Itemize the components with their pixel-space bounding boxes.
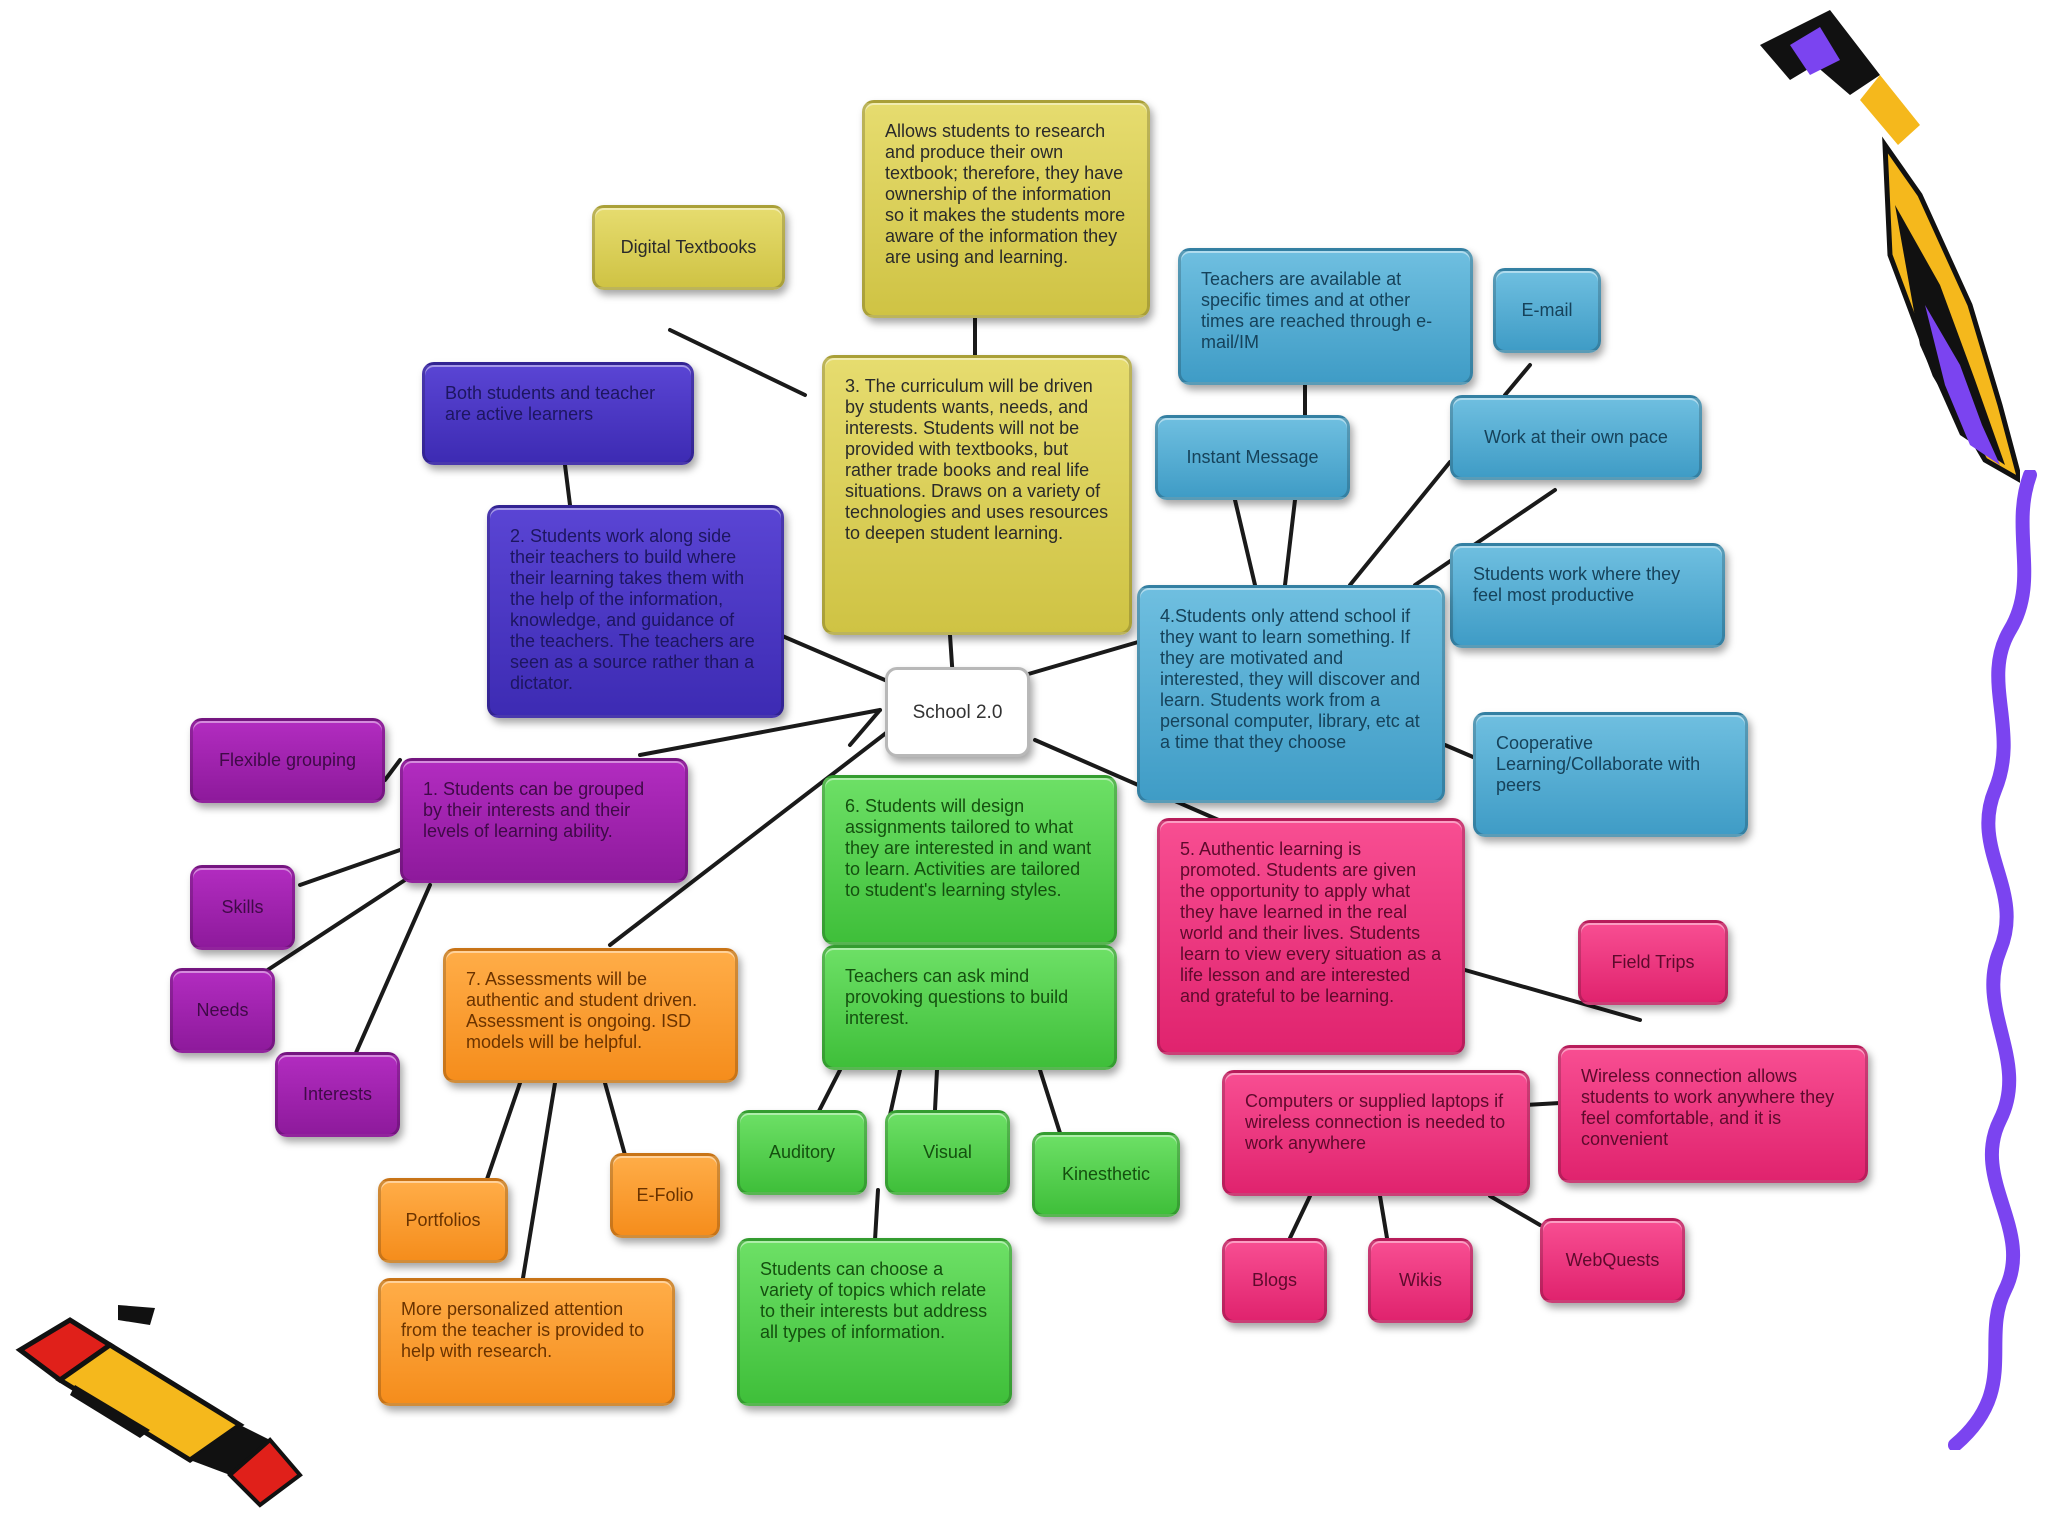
node-instant-message[interactable]: Instant Message xyxy=(1155,415,1350,500)
node-label: E-Folio xyxy=(636,1185,693,1206)
node-label: 7. Assessments will be authentic and stu… xyxy=(466,969,697,1052)
node-label: Both students and teacher are active lea… xyxy=(445,383,655,424)
node-label: Auditory xyxy=(769,1142,835,1163)
node-field-trips[interactable]: Field Trips xyxy=(1578,920,1728,1005)
node-teachers-available[interactable]: Teachers are available at specific times… xyxy=(1178,248,1473,385)
node-kinesthetic[interactable]: Kinesthetic xyxy=(1032,1132,1180,1217)
node-label: Portfolios xyxy=(405,1210,480,1231)
node-label: Needs xyxy=(196,1000,248,1021)
node-label: Interests xyxy=(303,1084,372,1105)
node-grouped-by-interest[interactable]: 1. Students can be grouped by their inte… xyxy=(400,758,688,883)
node-label: Visual xyxy=(923,1142,972,1163)
node-authentic-learning[interactable]: 5. Authentic learning is promoted. Stude… xyxy=(1157,818,1465,1055)
node-label: Teachers can ask mind provoking question… xyxy=(845,966,1068,1028)
node-personalized-attention[interactable]: More personalized attention from the tea… xyxy=(378,1278,675,1406)
node-blogs[interactable]: Blogs xyxy=(1222,1238,1327,1323)
node-needs[interactable]: Needs xyxy=(170,968,275,1053)
pencil-icon xyxy=(0,1290,310,1530)
node-label: More personalized attention from the tea… xyxy=(401,1299,644,1361)
node-label: Students work where they feel most produ… xyxy=(1473,564,1680,605)
node-work-alongside[interactable]: 2. Students work along side their teache… xyxy=(487,505,784,718)
squiggle-line xyxy=(1940,470,2048,1450)
node-label: Wikis xyxy=(1399,1270,1442,1291)
node-computers-laptops[interactable]: Computers or supplied laptops if wireles… xyxy=(1222,1070,1530,1196)
node-design-assignments[interactable]: 6. Students will design assignments tail… xyxy=(822,775,1117,945)
node-attend-school[interactable]: 4.Students only attend school if they wa… xyxy=(1137,585,1445,803)
node-label: 3. The curriculum will be driven by stud… xyxy=(845,376,1108,543)
node-research-textbook[interactable]: Allows students to research and produce … xyxy=(862,100,1150,318)
central-topic-label: School 2.0 xyxy=(913,702,1003,723)
node-portfolios[interactable]: Portfolios xyxy=(378,1178,508,1263)
node-email[interactable]: E-mail xyxy=(1493,268,1601,353)
node-label: 5. Authentic learning is promoted. Stude… xyxy=(1180,839,1441,1006)
node-curriculum[interactable]: 3. The curriculum will be driven by stud… xyxy=(822,355,1132,635)
node-label: 2. Students work along side their teache… xyxy=(510,526,755,693)
node-label: Wireless connection allows students to w… xyxy=(1581,1066,1834,1149)
node-label: 6. Students will design assignments tail… xyxy=(845,796,1091,900)
node-label: E-mail xyxy=(1521,300,1572,321)
node-label: Blogs xyxy=(1252,1270,1297,1291)
node-wireless-connection[interactable]: Wireless connection allows students to w… xyxy=(1558,1045,1868,1183)
node-label: Digital Textbooks xyxy=(621,237,757,258)
node-label: Flexible grouping xyxy=(219,750,356,771)
node-label: Kinesthetic xyxy=(1062,1164,1150,1185)
node-own-pace[interactable]: Work at their own pace xyxy=(1450,395,1702,480)
node-choose-topics[interactable]: Students can choose a variety of topics … xyxy=(737,1238,1012,1406)
node-wikis[interactable]: Wikis xyxy=(1368,1238,1473,1323)
node-efolio[interactable]: E-Folio xyxy=(610,1153,720,1238)
pencil-icon xyxy=(1720,5,2020,485)
node-label: Computers or supplied laptops if wireles… xyxy=(1245,1091,1505,1153)
node-label: Skills xyxy=(221,897,263,918)
node-where-productive[interactable]: Students work where they feel most produ… xyxy=(1450,543,1725,648)
central-topic-node[interactable]: School 2.0 xyxy=(885,667,1030,757)
node-label: Work at their own pace xyxy=(1484,427,1668,448)
node-cooperative-learning[interactable]: Cooperative Learning/Collaborate with pe… xyxy=(1473,712,1748,837)
node-webquests[interactable]: WebQuests xyxy=(1540,1218,1685,1303)
node-label: Students can choose a variety of topics … xyxy=(760,1259,987,1342)
node-thought-questions[interactable]: Teachers can ask mind provoking question… xyxy=(822,945,1117,1070)
node-flexible-grouping[interactable]: Flexible grouping xyxy=(190,718,385,803)
node-label: Field Trips xyxy=(1611,952,1694,973)
node-label: Allows students to research and produce … xyxy=(885,121,1125,267)
node-label: Cooperative Learning/Collaborate with pe… xyxy=(1496,733,1700,795)
node-auditory[interactable]: Auditory xyxy=(737,1110,867,1195)
node-label: Instant Message xyxy=(1186,447,1318,468)
node-label: 1. Students can be grouped by their inte… xyxy=(423,779,644,841)
node-skills[interactable]: Skills xyxy=(190,865,295,950)
node-interests[interactable]: Interests xyxy=(275,1052,400,1137)
node-label: WebQuests xyxy=(1566,1250,1660,1271)
node-label: Teachers are available at specific times… xyxy=(1201,269,1432,352)
node-label: 4.Students only attend school if they wa… xyxy=(1160,606,1420,752)
node-digital-textbooks[interactable]: Digital Textbooks xyxy=(592,205,785,290)
node-visual[interactable]: Visual xyxy=(885,1110,1010,1195)
node-active-learners[interactable]: Both students and teacher are active lea… xyxy=(422,362,694,465)
node-assessments[interactable]: 7. Assessments will be authentic and stu… xyxy=(443,948,738,1083)
